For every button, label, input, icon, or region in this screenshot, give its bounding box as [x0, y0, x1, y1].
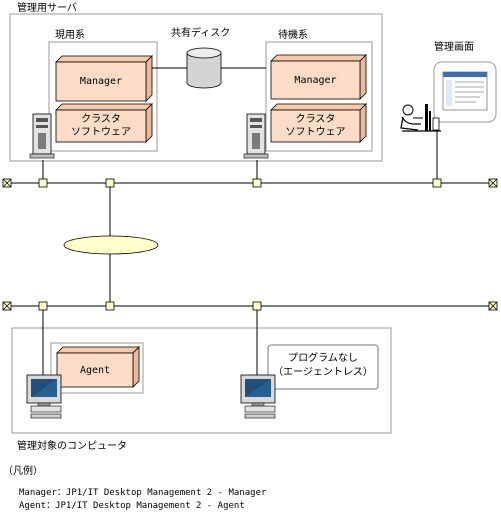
operator-icon [400, 104, 441, 132]
shared-disk-label: 共有ディスク [171, 28, 231, 39]
agentless-note-line1: プログラムなし [288, 353, 358, 364]
active-system-label: 現用系 [55, 30, 85, 41]
upper-line-end-right [488, 178, 498, 188]
agentless-note-line2: （エージェントレス） [273, 367, 373, 378]
standby-manager-box [270, 54, 367, 100]
active-server-tower-icon [29, 113, 55, 159]
node-standby-server [252, 178, 262, 188]
lower-line-end-right [488, 301, 498, 311]
agentless-note-box [267, 344, 379, 390]
agent-box [56, 346, 140, 388]
standby-cluster-line2: ソフトウェア [285, 127, 346, 138]
node-router-upper [105, 178, 115, 188]
management-screen-icon [433, 61, 497, 123]
upper-line-end-left [2, 178, 12, 188]
legend-agent-line: Agent：JP1/IT Desktop Management 2 - Agen… [19, 501, 245, 511]
active-cluster-line1: クラスタ [81, 114, 121, 125]
standby-cluster-label: クラスタ ソフトウェア [271, 110, 360, 142]
agentless-note: プログラムなし （エージェントレス） [268, 352, 378, 380]
standby-server-tower-icon [243, 113, 269, 159]
standby-system-label: 待機系 [278, 30, 308, 41]
node-agentless-pc [252, 301, 262, 311]
node-router-lower [105, 301, 115, 311]
active-cluster-line2: ソフトウェア [71, 127, 131, 138]
standby-cluster-line1: クラスタ [295, 114, 336, 125]
managed-group-title: 管理対象のコンピュータ [17, 441, 127, 452]
server-group-title: 管理用サーバ [17, 3, 77, 14]
standby-manager-label: Manager [294, 74, 337, 86]
legend-heading: （凡例） [3, 466, 43, 477]
active-manager-label: Manager [79, 76, 123, 87]
node-console [432, 178, 442, 188]
management-screen-label: 管理画面 [434, 42, 474, 53]
shared-disk-icon [186, 47, 222, 89]
active-cluster-box [55, 103, 153, 143]
node-active-server [38, 178, 48, 188]
managed-group-frame [11, 327, 392, 434]
active-manager-box [55, 55, 153, 102]
lower-line-end-left [2, 301, 12, 311]
active-cluster-label: クラスタ ソフトウェア [56, 110, 146, 142]
active-frame [48, 41, 158, 152]
agent-pc-icon [26, 374, 62, 419]
agentless-pc-icon [240, 374, 276, 419]
agent-frame [50, 342, 144, 394]
network-cloud [63, 235, 159, 255]
server-group-frame [9, 13, 383, 162]
node-agent-pc [38, 301, 48, 311]
legend-manager-line: Manager：JP1/IT Desktop Management 2 - Ma… [19, 488, 267, 498]
agent-label: Agent [79, 364, 111, 376]
standby-frame [265, 41, 373, 152]
standby-cluster-box [270, 103, 367, 143]
